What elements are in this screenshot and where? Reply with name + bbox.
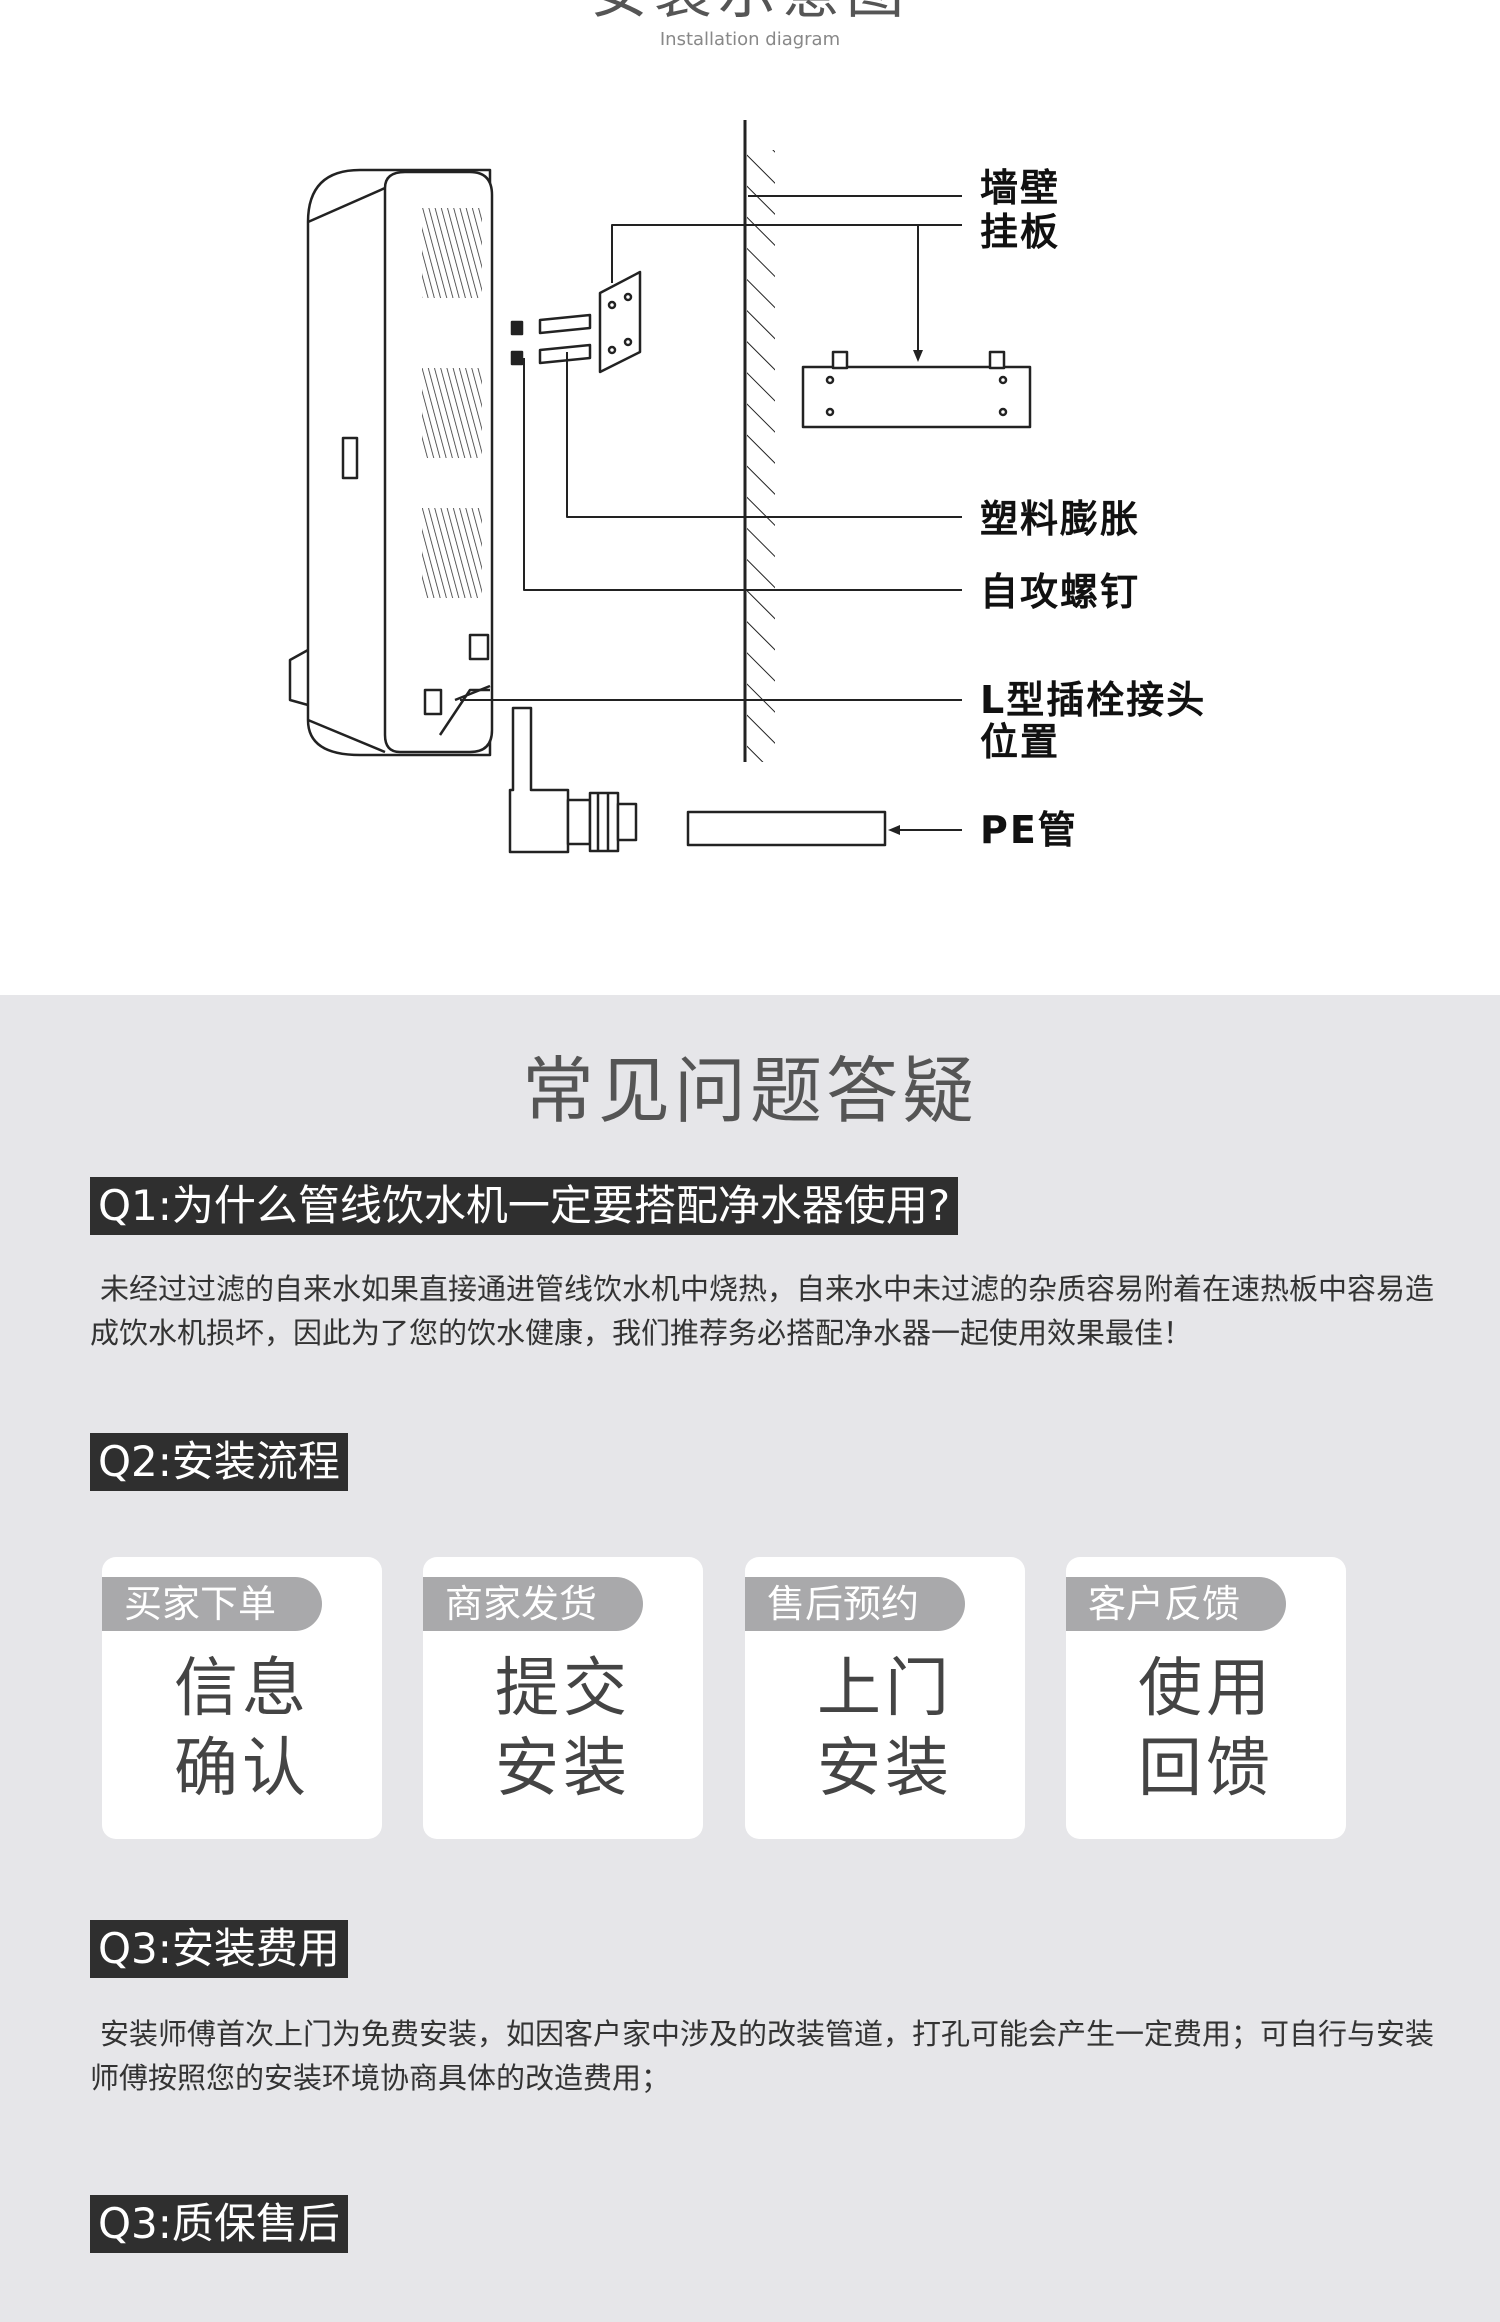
step-card-3: 售后预约 上门 安装 (745, 1557, 1025, 1839)
pe-pipe-illustration (686, 810, 887, 847)
hanging-board-perspective (598, 270, 642, 374)
label-hanging-board: 挂板 (980, 210, 1061, 254)
step-card-4: 客户反馈 使用 回馈 (1066, 1557, 1346, 1839)
question-label-q2: Q2:安装流程 (90, 1433, 348, 1491)
question-label-q3-warranty: Q3:质保售后 (90, 2195, 348, 2253)
diagram-title: 安装示意图 (0, 0, 1500, 22)
step-tag: 买家下单 (102, 1577, 323, 1631)
step-tag: 售后预约 (745, 1577, 966, 1631)
step-line-2: 安装 (817, 1732, 953, 1806)
answer-q1: 未经过过滤的自来水如果直接通进管线饮水机中烧热，自来水中未过滤的杂质容易附着在速… (90, 1272, 1435, 1350)
step-card-1: 买家下单 信息 确认 (102, 1557, 382, 1839)
answer-q3-fee: 安装师傅首次上门为免费安装，如因客户家中涉及的改装管道，打孔可能会产生一定费用；… (90, 2017, 1435, 2095)
step-line-1: 信息 (174, 1652, 310, 1726)
step-tag: 商家发货 (423, 1577, 644, 1631)
question-label-q1: Q1:为什么管线饮水机一定要搭配净水器使用? (90, 1177, 959, 1235)
label-l-connector: L型插栓接头 (980, 678, 1207, 722)
dispenser-illustration (288, 168, 494, 757)
label-l-connector-position: 位置 (980, 720, 1061, 764)
step-line-1: 提交 (495, 1652, 631, 1726)
step-card-2: 商家发货 提交 安装 (423, 1557, 703, 1839)
installation-diagram-section: 安装示意图 Installation diagram (0, 0, 1500, 995)
label-wall: 墙壁 (980, 166, 1061, 210)
step-line-2: 安装 (495, 1732, 631, 1806)
faq-section: 常见问题答疑 Q1:为什么管线饮水机一定要搭配净水器使用? 未经过过滤的自来水如… (0, 995, 1500, 2322)
label-plastic-anchor: 塑料膨胀 (980, 497, 1141, 541)
screws-and-anchors (510, 313, 592, 366)
faq-title: 常见问题答疑 (521, 1049, 978, 1133)
step-line-1: 上门 (817, 1652, 953, 1726)
installation-diagram-illustration (288, 120, 1032, 854)
step-line-2: 确认 (174, 1732, 310, 1806)
leader-lines (460, 195, 962, 831)
step-line-1: 使用 (1138, 1652, 1274, 1726)
hanging-board-flat (801, 350, 1032, 429)
wall-illustration (743, 120, 775, 762)
step-line-2: 回馈 (1138, 1732, 1274, 1806)
diagram-subtitle: Installation diagram (659, 29, 841, 50)
question-label-q3-fee: Q3:安装费用 (90, 1920, 348, 1978)
l-connector-illustration (508, 706, 638, 854)
label-self-tapping-screw: 自攻螺钉 (980, 570, 1141, 614)
label-pe-pipe: PE管 (980, 808, 1078, 852)
step-tag: 客户反馈 (1066, 1577, 1287, 1631)
